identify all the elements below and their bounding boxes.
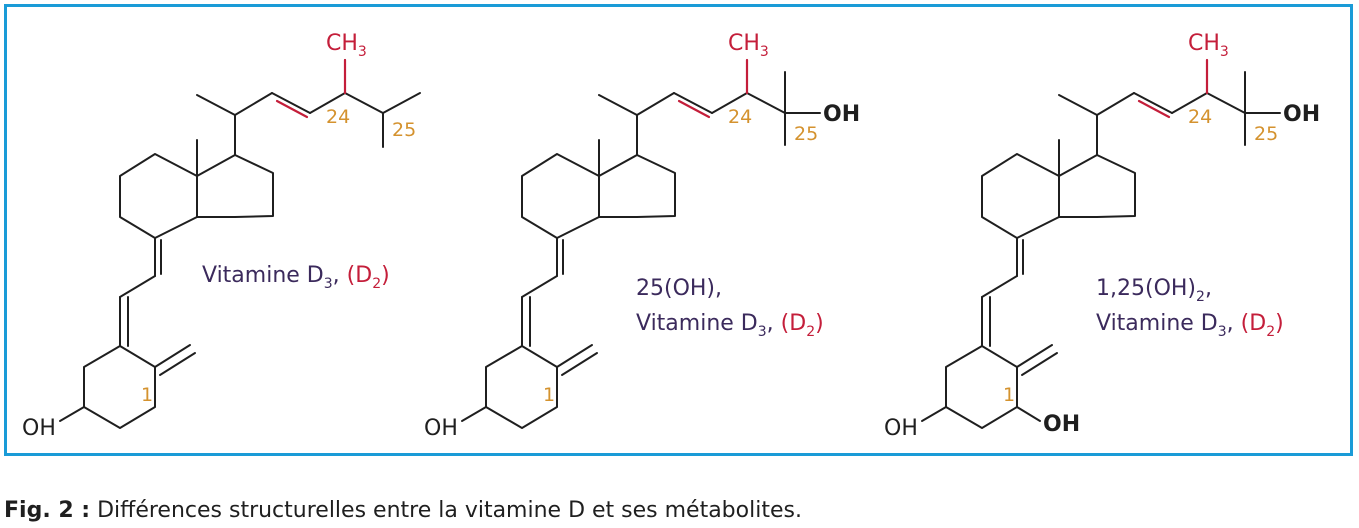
position-24-label: 24 bbox=[1188, 106, 1212, 128]
hydroxyl-25-label: OH bbox=[823, 102, 860, 127]
hydroxyl-25-label: OH bbox=[1283, 102, 1320, 127]
position-25-label: 25 bbox=[1254, 123, 1278, 145]
structure-name-line-1: Vitamine D3, (D2) bbox=[202, 263, 390, 292]
name-text: Vitamine D bbox=[202, 263, 324, 288]
ch3-text: CH bbox=[326, 31, 358, 56]
name-tail: , bbox=[767, 311, 781, 336]
ch3-sub: 3 bbox=[760, 44, 769, 60]
ch3-text: CH bbox=[1188, 31, 1220, 56]
position-25-label: 25 bbox=[392, 119, 416, 141]
position-24-label: 24 bbox=[326, 106, 350, 128]
name-red: (D bbox=[781, 311, 807, 336]
structure-25oh-vitamin-d3: CH3 24 25 OH 1 OH 25(OH), Vitamine D3, (… bbox=[424, 31, 860, 441]
name-tail: , bbox=[1227, 311, 1241, 336]
name-red-sub: 2 bbox=[1266, 324, 1275, 340]
structure-name-line-1: 25(OH), bbox=[636, 276, 722, 301]
structure-vitamin-d3: CH3 24 25 1 OH Vitamine D3, (D2) bbox=[22, 31, 421, 441]
name-tail: , bbox=[333, 263, 347, 288]
name-red-tail: ) bbox=[815, 311, 824, 336]
highlight-bonds bbox=[275, 58, 347, 119]
name-sub: 3 bbox=[324, 276, 333, 292]
position-25-label: 25 bbox=[794, 123, 818, 145]
name-red: (D bbox=[1241, 311, 1267, 336]
highlight-bonds bbox=[677, 58, 749, 119]
structure-1-25oh2-vitamin-d3: CH3 24 25 OH 1 OH OH 1,25(OH)2, Vitamine… bbox=[884, 31, 1320, 441]
figure-frame bbox=[4, 4, 1353, 456]
position-24-label: 24 bbox=[728, 106, 752, 128]
hydroxyl-3-label: OH bbox=[424, 416, 458, 441]
hydroxyl-1-label: OH bbox=[1043, 412, 1080, 437]
highlight-bonds bbox=[1137, 58, 1209, 119]
name-tail: , bbox=[1205, 276, 1212, 301]
hydroxyl-3-label: OH bbox=[884, 416, 918, 441]
ch3-label: CH3 bbox=[326, 31, 367, 60]
name-red-sub: 2 bbox=[806, 324, 815, 340]
name-red-tail: ) bbox=[1275, 311, 1284, 336]
structure-name-line-2: Vitamine D3, (D2) bbox=[636, 311, 824, 340]
structure-name-line-1: 1,25(OH)2, bbox=[1096, 276, 1212, 305]
caption-label: Fig. 2 : bbox=[4, 498, 91, 523]
ch3-text: CH bbox=[728, 31, 760, 56]
name-text: Vitamine D bbox=[636, 311, 758, 336]
bond-lines bbox=[59, 59, 421, 429]
name-sub: 3 bbox=[758, 324, 767, 340]
figure-caption: Fig. 2 : Différences structurelles entre… bbox=[4, 498, 802, 523]
ch3-label: CH3 bbox=[728, 31, 769, 60]
name-sub: 3 bbox=[1218, 324, 1227, 340]
position-1-label: 1 bbox=[1003, 384, 1015, 406]
caption-text: Différences structurelles entre la vitam… bbox=[97, 498, 802, 523]
ch3-label: CH3 bbox=[1188, 31, 1229, 60]
position-1-label: 1 bbox=[141, 384, 153, 406]
structure-name-line-2: Vitamine D3, (D2) bbox=[1096, 311, 1284, 340]
name-sub: 2 bbox=[1196, 289, 1205, 305]
ch3-sub: 3 bbox=[1220, 44, 1229, 60]
name-red: (D bbox=[347, 263, 373, 288]
position-1-label: 1 bbox=[543, 384, 555, 406]
ch3-sub: 3 bbox=[358, 44, 367, 60]
name-text: 1,25(OH) bbox=[1096, 276, 1196, 301]
name-red-tail: ) bbox=[381, 263, 390, 288]
hydroxyl-3-label: OH bbox=[22, 416, 56, 441]
bond-lines bbox=[921, 71, 1281, 429]
name-text: Vitamine D bbox=[1096, 311, 1218, 336]
name-red-sub: 2 bbox=[372, 276, 381, 292]
bond-lines bbox=[461, 71, 821, 429]
